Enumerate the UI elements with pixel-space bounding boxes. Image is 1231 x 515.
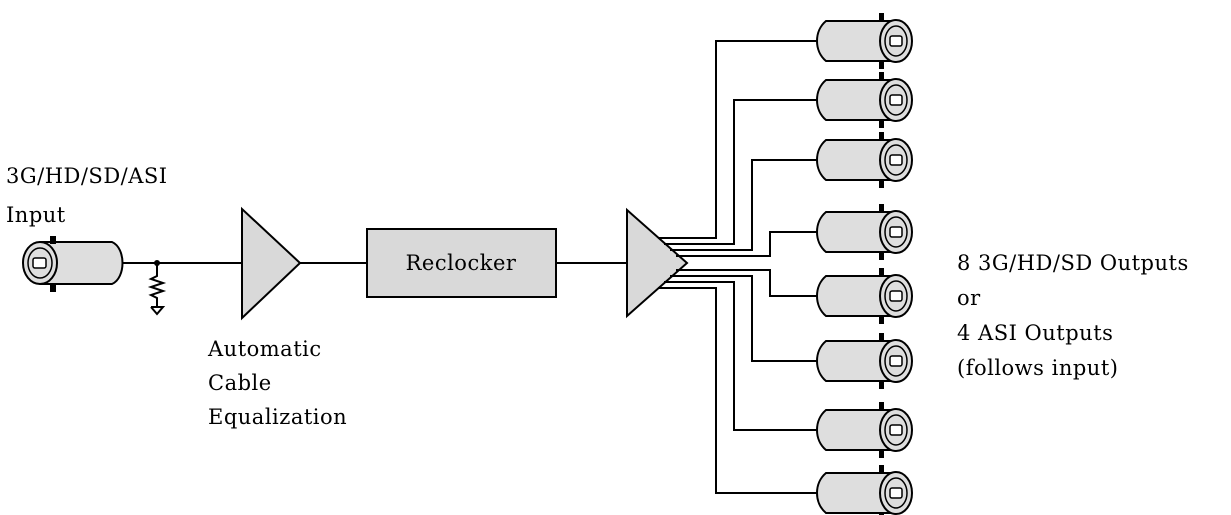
output-connector-body (816, 409, 897, 451)
output-connector-body (816, 20, 897, 62)
reclocker-block (366, 228, 557, 298)
output-connector-tab-top (879, 204, 884, 212)
output-connector-tab-top (879, 132, 884, 140)
output-connector-body (816, 211, 897, 253)
output-connector-pin (889, 355, 903, 367)
output-connector-tab-bottom (879, 252, 884, 260)
outputs-label-line1: 8 3G/HD/SD Outputs (957, 251, 1189, 275)
output-connector-rim (884, 280, 908, 312)
output-connector-body (816, 79, 897, 121)
outputs-label-line4: (follows input) (957, 356, 1118, 380)
output-connector-body (816, 139, 897, 181)
input-connector-pin (32, 257, 47, 269)
outputs-label-line2: or (957, 286, 981, 310)
output-connector-tab-top (879, 465, 884, 473)
output-connector-rim (884, 345, 908, 377)
output-connector-pin (889, 424, 903, 436)
output-bnc-connector-6 (816, 333, 913, 389)
output-connector-tab-bottom (879, 61, 884, 69)
output-connector-body (816, 340, 897, 382)
output-connectors (816, 13, 913, 515)
equalizer-label-line2: Cable (208, 371, 272, 395)
output-wire-3 (670, 159, 818, 251)
output-wire-2 (664, 99, 818, 245)
outputs-label-line3: 4 ASI Outputs (957, 321, 1113, 345)
output-connector-tab-bottom (879, 513, 884, 515)
equalizer-label-line3: Equalization (208, 405, 347, 429)
output-connector-rim (884, 216, 908, 248)
output-connector-pin (889, 154, 903, 166)
input-connector-tab-top (50, 236, 56, 244)
output-fanout-wires (658, 40, 818, 494)
output-connector-tab-bottom (879, 180, 884, 188)
output-connector-tab-top (879, 72, 884, 80)
output-connector-rim (884, 84, 908, 116)
output-connector-pin (889, 226, 903, 238)
equalizer-amplifier (241, 206, 302, 321)
output-wire-7 (664, 281, 818, 431)
equalizer-label-line1: Automatic (207, 337, 322, 361)
output-wire-4 (676, 231, 818, 257)
output-bnc-connector-8 (816, 465, 913, 515)
output-connector-body (816, 472, 897, 514)
input-label-line1: 3G/HD/SD/ASI (6, 164, 168, 188)
output-connector-rim (884, 25, 908, 57)
output-wire-1 (658, 40, 818, 239)
output-bnc-connector-4 (816, 204, 913, 260)
output-wire-8 (658, 287, 818, 494)
output-connector-tab-top (879, 268, 884, 276)
output-connector-body (816, 275, 897, 317)
reclocker-label: Reclocker (406, 251, 517, 275)
output-connector-tab-bottom (879, 381, 884, 389)
output-bnc-connector-3 (816, 132, 913, 188)
output-connector-pin (889, 35, 903, 47)
output-connector-rim (884, 144, 908, 176)
output-connector-rim (884, 477, 908, 509)
input-connector-tab-bottom (50, 284, 56, 292)
output-connector-tab-top (879, 402, 884, 410)
input-connector-rim (27, 247, 53, 279)
termination-resistor (147, 263, 167, 316)
output-connector-tab-bottom (879, 316, 884, 324)
output-bnc-connector-5 (816, 268, 913, 324)
distribution-driver (626, 207, 689, 319)
output-wire-5 (676, 269, 818, 297)
output-connector-rim (884, 414, 908, 446)
input-bnc-connector (22, 236, 124, 292)
output-connector-pin (889, 94, 903, 106)
output-connector-tab-bottom (879, 450, 884, 458)
output-bnc-connector-1 (816, 13, 913, 69)
output-connector-tab-top (879, 333, 884, 341)
input-label-line2: Input (6, 203, 66, 227)
output-connector-tab-top (879, 13, 884, 21)
output-wire-6 (670, 275, 818, 362)
output-bnc-connector-2 (816, 72, 913, 128)
output-connector-pin (889, 487, 903, 499)
output-bnc-connector-7 (816, 402, 913, 458)
output-connector-tab-bottom (879, 120, 884, 128)
output-connector-pin (889, 290, 903, 302)
